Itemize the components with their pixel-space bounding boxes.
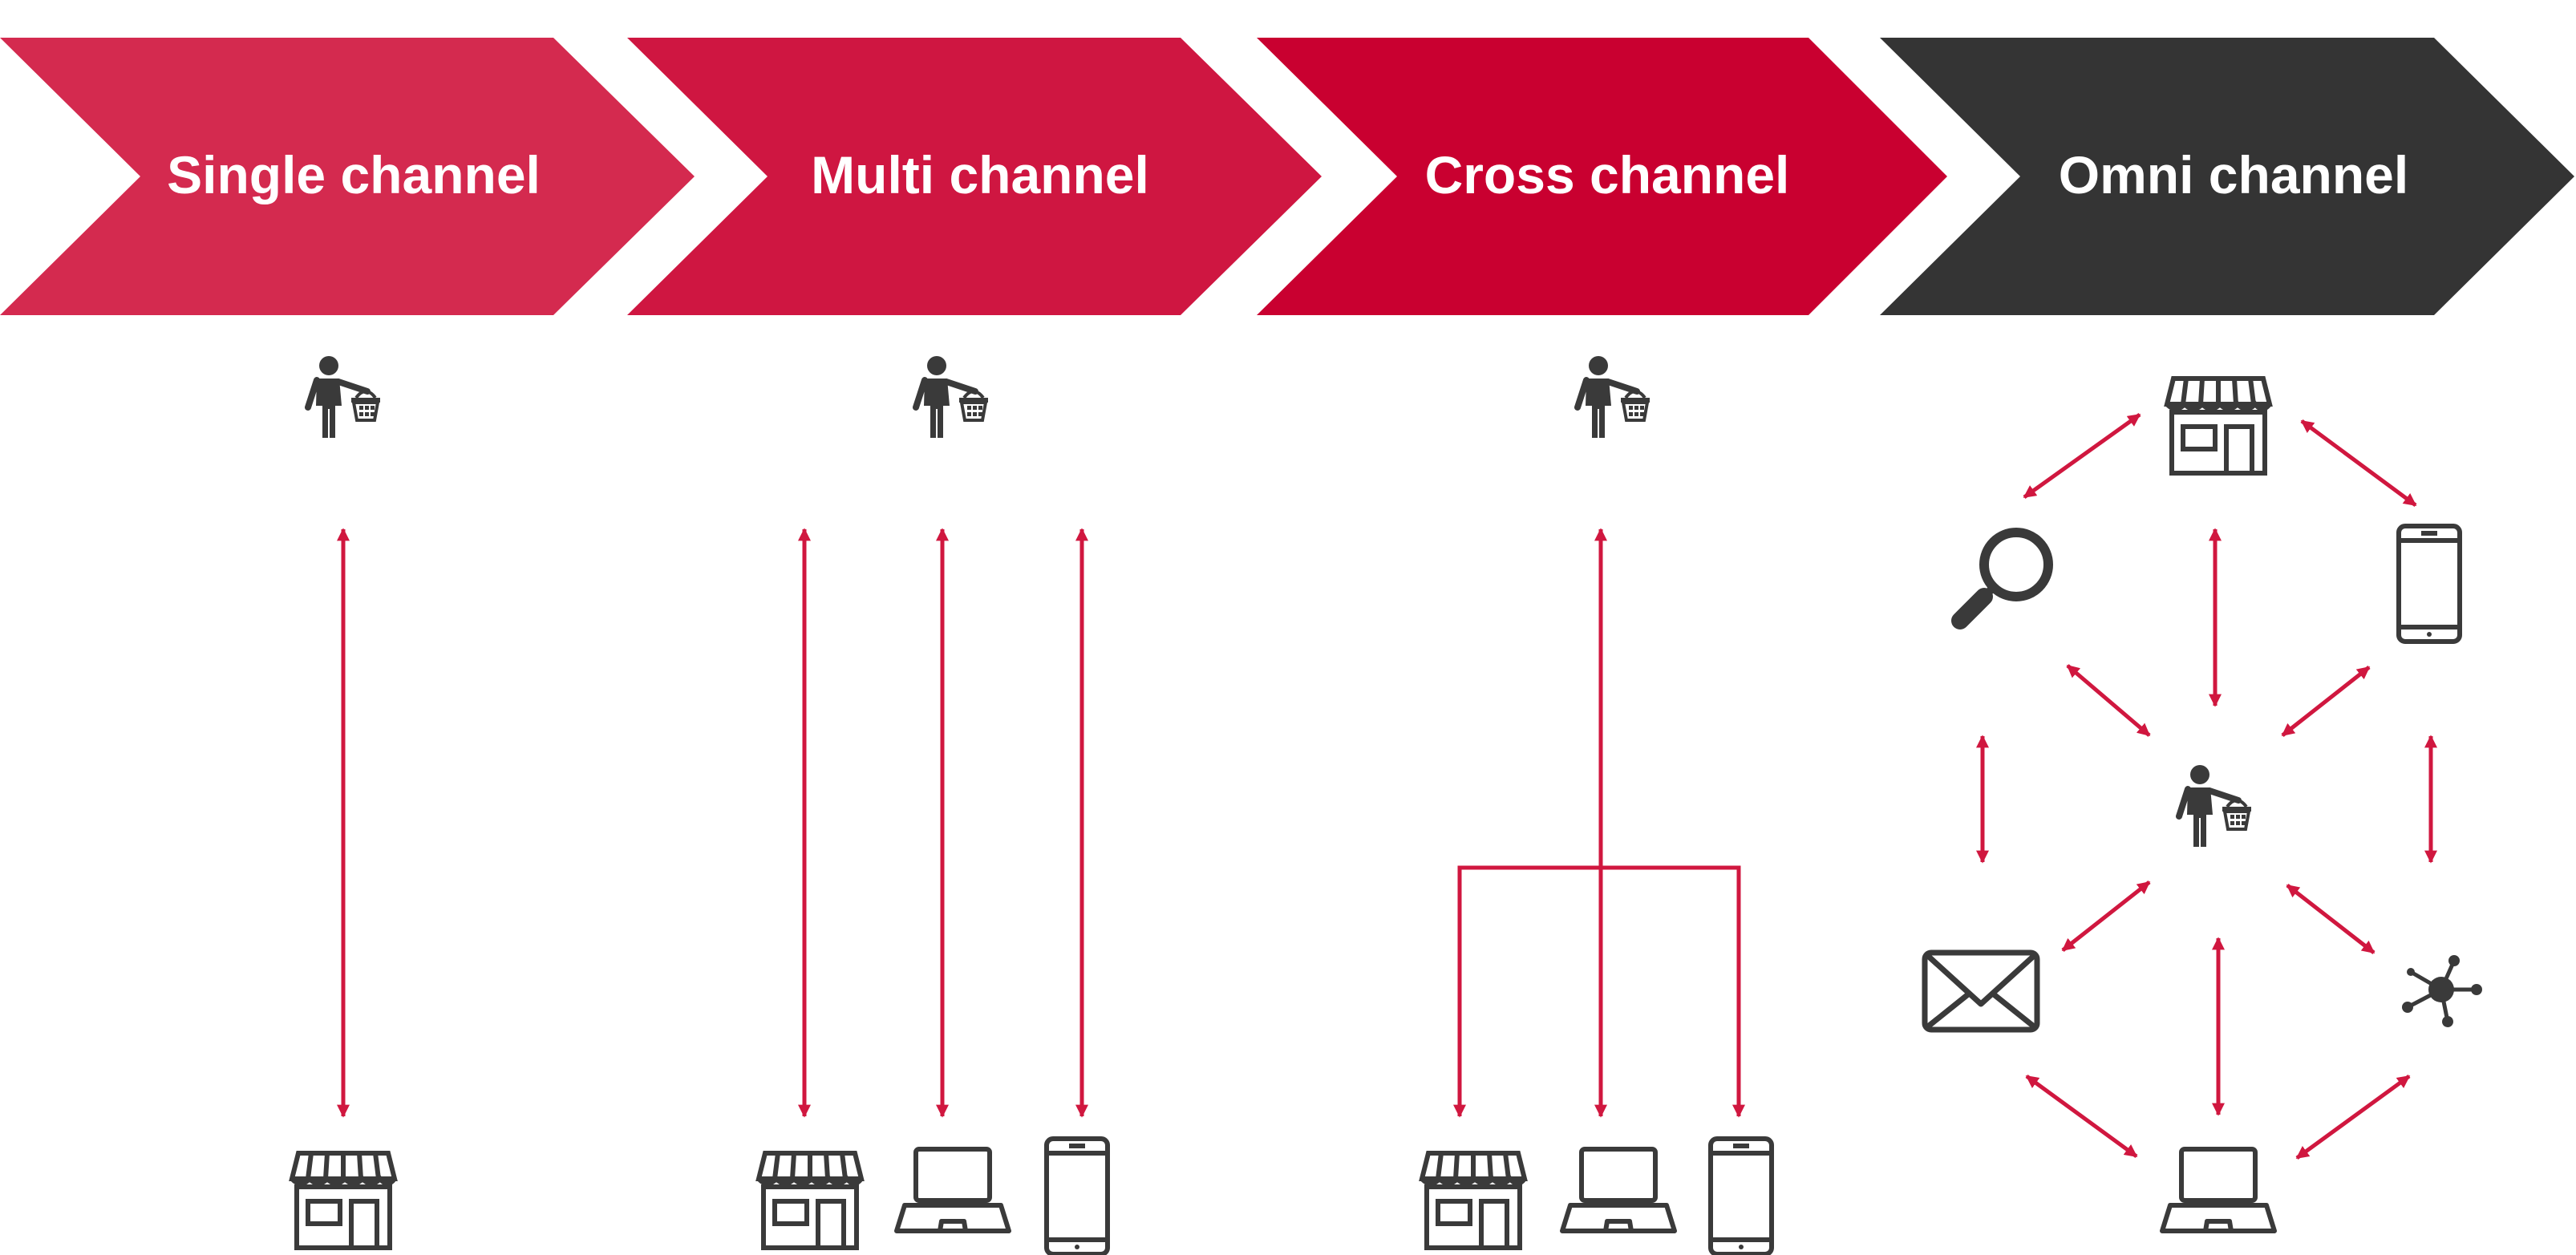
stage-cross-channel-shape: [1257, 38, 1947, 315]
stage-single-channel-shape: [0, 38, 695, 315]
cross-channel-diagram: [1422, 356, 1772, 1254]
stage-multi-channel-shape: [627, 38, 1322, 315]
stage-omni-channel-shape: [1880, 38, 2574, 315]
arrow-phone-shopper: [2281, 666, 2371, 737]
arrow-search-shopper: [2066, 664, 2151, 737]
stage-single-channel-label: Single channel: [167, 145, 541, 204]
smartphone-icon: [1047, 1139, 1108, 1254]
laptop-icon: [897, 1149, 1009, 1231]
shopper-with-basket-icon: [308, 356, 380, 438]
laptop-icon: [2162, 1149, 2274, 1231]
connector-bar: [1452, 865, 1746, 1118]
network-icon: [2402, 955, 2482, 1027]
arrow-email-shopper: [2061, 881, 2151, 952]
envelope-icon: [1925, 953, 2037, 1030]
stage-cross-channel-label: Cross channel: [1425, 145, 1790, 204]
arrow-social-laptop: [2295, 1074, 2411, 1160]
stage-cross-channel: Cross channel: [1257, 38, 1947, 315]
store-icon: [2167, 379, 2270, 473]
multi-channel-diagram: [759, 356, 1108, 1254]
stage-single-channel: Single channel: [0, 38, 695, 315]
omni-channel-diagram: [1925, 379, 2482, 1231]
shopper-with-basket-icon: [2179, 765, 2251, 847]
arrow-email-laptop: [2025, 1074, 2138, 1159]
single-channel-diagram: [292, 356, 395, 1248]
store-icon: [292, 1153, 395, 1248]
arrow-store-phone: [2300, 419, 2417, 508]
store-icon: [759, 1153, 861, 1248]
shopper-with-basket-icon: [1578, 356, 1650, 438]
smartphone-icon: [2399, 526, 2460, 642]
store-icon: [1422, 1153, 1525, 1248]
arrow-social-shopper: [2286, 884, 2376, 954]
magnifier-icon: [1960, 532, 2048, 621]
smartphone-icon: [1711, 1139, 1772, 1254]
arrow-search-store: [2023, 412, 2141, 500]
stage-omni-channel: Omni channel: [1880, 38, 2574, 315]
shopper-with-basket-icon: [916, 356, 988, 438]
stage-multi-channel-label: Multi channel: [811, 145, 1149, 204]
stage-omni-channel-label: Omni channel: [2059, 145, 2408, 204]
laptop-icon: [1562, 1149, 1675, 1231]
stage-multi-channel: Multi channel: [627, 38, 1322, 315]
